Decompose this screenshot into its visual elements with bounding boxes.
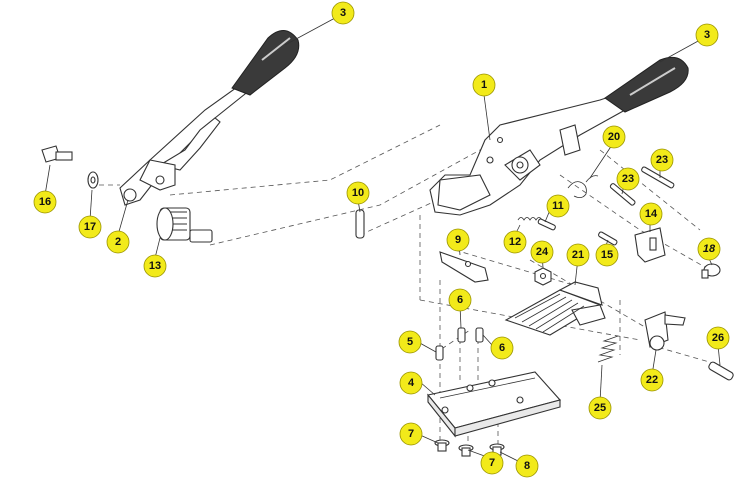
svg-text:16: 16 — [39, 196, 51, 208]
callout-20: 20 — [602, 125, 626, 149]
svg-text:3: 3 — [704, 29, 710, 41]
callout-7a: 7 — [399, 422, 423, 446]
knob-14 — [634, 227, 666, 263]
screw-18 — [701, 263, 721, 279]
screw-7b — [458, 444, 474, 457]
callout-17: 17 — [78, 215, 102, 239]
svg-text:23: 23 — [622, 173, 634, 185]
callout-12: 12 — [503, 230, 527, 254]
callout-3b: 3 — [695, 23, 719, 47]
callout-15: 15 — [595, 243, 619, 267]
spring-24 — [597, 335, 619, 363]
pin-6a — [457, 327, 466, 343]
svg-text:21: 21 — [572, 249, 584, 261]
bracket-22 — [644, 311, 686, 351]
callout-13: 13 — [143, 254, 167, 278]
svg-text:15: 15 — [601, 249, 613, 261]
svg-text:5: 5 — [407, 336, 413, 348]
nut-25 — [534, 267, 552, 286]
pin-10 — [355, 209, 365, 239]
callout-26: 26 — [706, 326, 730, 350]
spring-12 — [517, 217, 543, 221]
callout-6a: 6 — [448, 288, 472, 312]
screw-7a — [434, 439, 450, 452]
main-body — [429, 56, 689, 216]
svg-text:24: 24 — [536, 246, 549, 258]
rack-21 — [504, 281, 606, 336]
pin-11 — [537, 218, 556, 231]
base-plate-4 — [427, 371, 562, 438]
svg-text:9: 9 — [455, 234, 461, 246]
pawl-9 — [439, 251, 489, 283]
svg-text:2: 2 — [115, 236, 121, 248]
callout-18: 18 — [697, 237, 721, 261]
svg-text:3: 3 — [340, 7, 346, 19]
pin-6b — [475, 327, 484, 343]
pin-23b — [609, 183, 636, 206]
callout-22: 22 — [640, 368, 664, 392]
svg-text:4: 4 — [408, 377, 415, 389]
pin-5 — [435, 345, 444, 361]
callout-9: 9 — [446, 228, 470, 252]
svg-text:11: 11 — [552, 200, 564, 212]
svg-text:22: 22 — [646, 374, 658, 386]
callout-24: 25 — [588, 396, 612, 420]
svg-text:10: 10 — [352, 187, 364, 199]
callout-11: 11 — [546, 194, 570, 218]
callout-3a: 3 — [331, 1, 355, 25]
callout-1: 1 — [472, 73, 496, 97]
svg-text:12: 12 — [509, 236, 521, 248]
callout-10: 10 — [346, 181, 370, 205]
svg-text:6: 6 — [499, 342, 505, 354]
callout-5: 5 — [398, 330, 422, 354]
svg-text:23: 23 — [656, 154, 668, 166]
callout-2: 2 — [106, 230, 130, 254]
washer-17 — [87, 171, 99, 189]
svg-text:18: 18 — [703, 243, 716, 255]
callout-6b: 6 — [490, 336, 514, 360]
svg-text:7: 7 — [408, 428, 414, 440]
svg-text:7: 7 — [489, 457, 495, 469]
svg-text:26: 26 — [712, 332, 724, 344]
pin-23a — [641, 166, 675, 189]
callout-16: 16 — [33, 190, 57, 214]
svg-text:13: 13 — [149, 260, 161, 272]
screw-15 — [598, 231, 618, 246]
svg-text:20: 20 — [608, 131, 620, 143]
spring-20 — [567, 175, 599, 198]
callout-8: 8 — [515, 454, 539, 478]
svg-text:25: 25 — [594, 402, 606, 414]
bolt-26 — [708, 361, 734, 381]
svg-text:6: 6 — [457, 294, 463, 306]
callout-23b: 23 — [616, 167, 640, 191]
svg-text:14: 14 — [645, 208, 658, 220]
callout-4: 4 — [399, 371, 423, 395]
pinion-gear — [156, 207, 213, 243]
left-lever — [119, 30, 300, 206]
callout-25: 24 — [530, 240, 554, 264]
svg-text:1: 1 — [481, 79, 487, 91]
bolt-16 — [41, 145, 73, 163]
svg-text:17: 17 — [84, 221, 96, 233]
callout-21: 21 — [566, 243, 590, 267]
svg-text:8: 8 — [524, 460, 530, 472]
callout-14: 14 — [639, 202, 663, 226]
callout-23a: 23 — [650, 148, 674, 172]
callout-7b: 7 — [480, 451, 504, 475]
leader-lines — [44, 17, 721, 463]
